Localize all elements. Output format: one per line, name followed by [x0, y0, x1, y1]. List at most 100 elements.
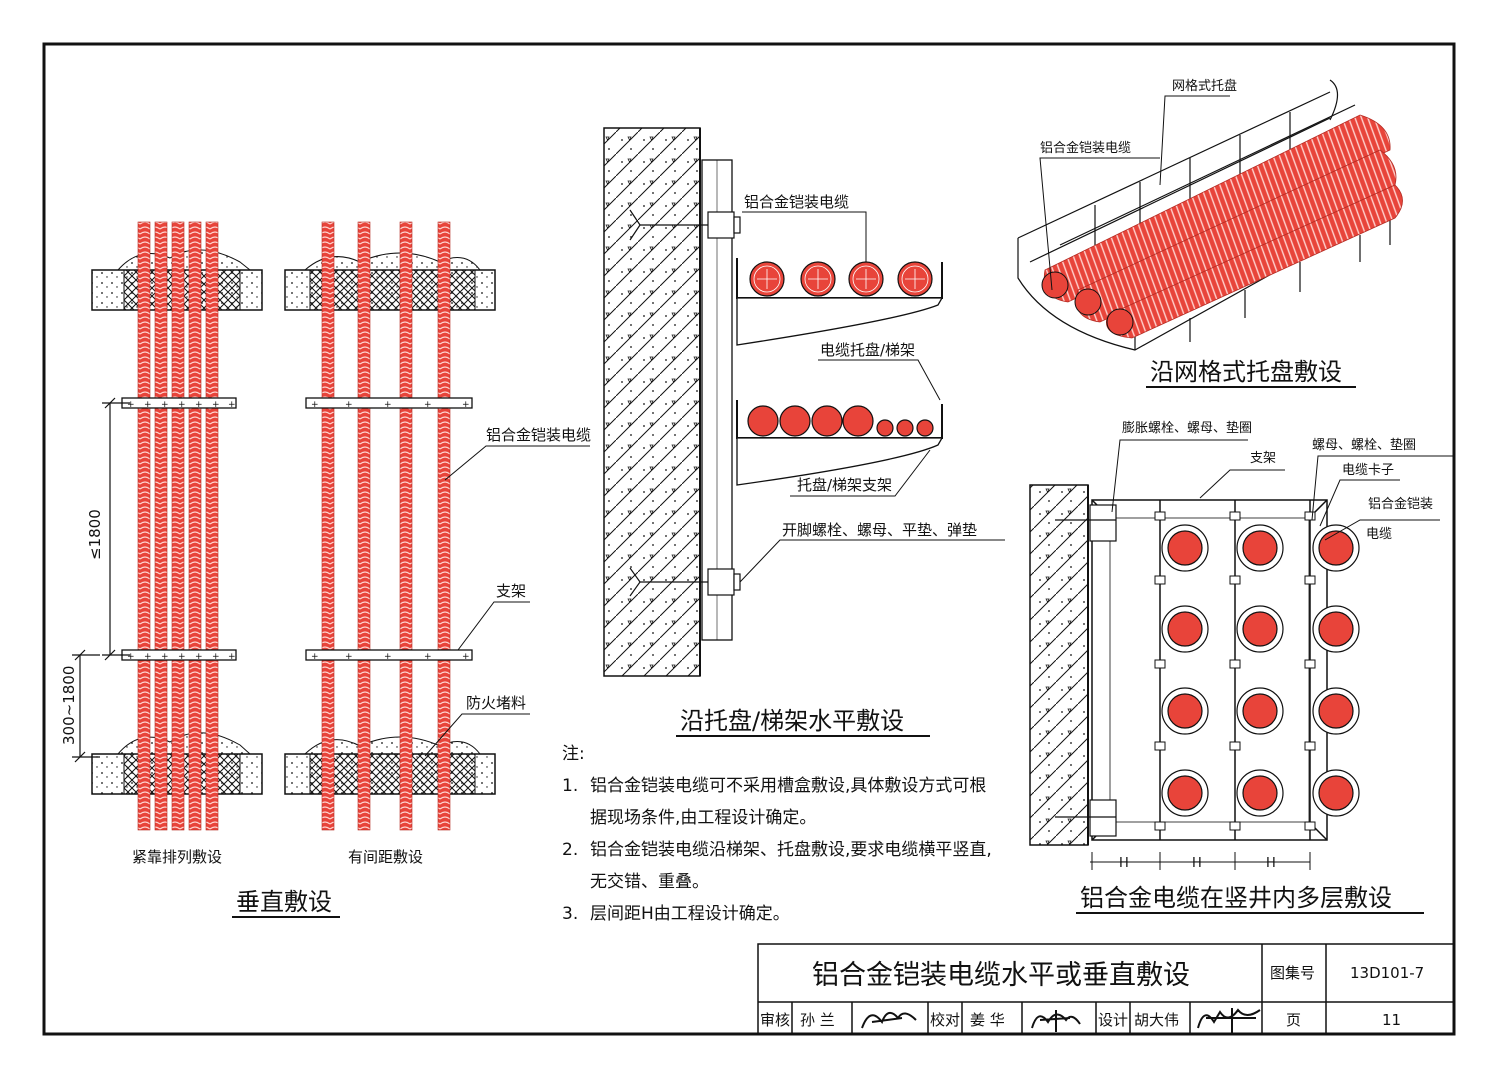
tray-laying-figure: 铝合金铠装电缆 电缆托盘/梯架 托盘/梯架支架 开脚螺栓、螺母、平垫、弹垫 沿托… — [603, 127, 1005, 737]
dim-max-1800: ≤1800 — [86, 509, 104, 560]
tray-lower — [736, 400, 944, 486]
svg-text:+: + — [311, 652, 319, 662]
notes: 注: 1. 铝合金铠装电缆可不采用槽盒敷设,具体敷设方式可根 据现场条件,由工程… — [562, 738, 1022, 930]
caption-tray: 沿托盘/梯架水平敷设 — [680, 707, 904, 735]
svg-text:+: + — [384, 652, 392, 662]
note-item-2: 2. 铝合金铠装电缆沿梯架、托盘敷设,要求电缆横平竖直, 无交错、重叠。 — [562, 834, 1022, 898]
note-item-3: 3. 层间距H由工程设计确定。 — [562, 898, 1022, 930]
vertical-laying-figure: + + + + + + + + + + + + + + + + + + + + + + + + ≤1800 300~18… — [60, 221, 591, 918]
svg-text:+: + — [228, 400, 236, 410]
mesh-cables — [1041, 114, 1403, 339]
svg-text:+: + — [144, 400, 152, 410]
check-name: 姜 华 — [970, 1011, 1005, 1029]
drawing-title: 铝合金铠装电缆水平或垂直敷设 — [812, 960, 1190, 991]
label-mesh-tray: 网格式托盘 — [1172, 78, 1237, 94]
design-name: 胡大伟 — [1134, 1011, 1179, 1029]
page-label: 页 — [1286, 1011, 1301, 1029]
caption-vertical: 垂直敷设 — [236, 888, 332, 916]
note-text: 铝合金铠装电缆可不采用槽盒敷设,具体敷设方式可根 — [590, 776, 987, 796]
dimension-lines — [72, 397, 130, 763]
tray-upper — [736, 258, 944, 346]
svg-text:+: + — [195, 400, 203, 410]
concrete-wall — [603, 127, 701, 677]
shaft-figure: H H H 膨胀螺栓、螺母、垫圈 支架 螺母、螺栓、垫圈 电缆卡子 铝合金铠装 … — [1029, 420, 1455, 914]
note-item-1: 1. 铝合金铠装电缆可不采用槽盒敷设,具体敷设方式可根 据现场条件,由工程设计确… — [562, 770, 1022, 834]
dim-h-3: H — [1266, 856, 1276, 871]
page-value: 11 — [1382, 1011, 1401, 1029]
label-shaft-cable-line1: 铝合金铠装 — [1368, 496, 1433, 512]
title-block — [757, 943, 1455, 1035]
mesh-tray-figure: 网格式托盘 铝合金铠装电缆 沿网格式托盘敷设 — [1017, 78, 1403, 388]
svg-text:+: + — [195, 652, 203, 662]
dim-h-2: H — [1192, 856, 1202, 871]
svg-text:+: + — [212, 652, 220, 662]
svg-text:+: + — [144, 652, 152, 662]
label-mesh-cable: 铝合金铠装电缆 — [1040, 140, 1131, 156]
review-name: 孙 兰 — [800, 1011, 835, 1029]
cables-spaced-arrangement — [321, 221, 451, 831]
svg-text:+: + — [127, 652, 135, 662]
sub-caption-spaced: 有间距敷设 — [348, 848, 423, 866]
dim-h-1: H — [1119, 856, 1129, 871]
svg-text:+: + — [178, 652, 186, 662]
label-tray-support: 托盘/梯架支架 — [797, 476, 892, 494]
svg-text:+: + — [178, 400, 186, 410]
mesh-tray — [1017, 79, 1396, 351]
svg-text:+: + — [161, 652, 169, 662]
atlas-value: 13D101-7 — [1350, 964, 1424, 982]
svg-text:+: + — [311, 400, 319, 410]
label-shaft-nut: 螺母、螺栓、垫圈 — [1312, 437, 1416, 453]
cables-close-arrangement — [137, 221, 219, 831]
svg-text:+: + — [462, 400, 470, 410]
shaft-bracket-frame — [1091, 499, 1328, 841]
signature-design — [1197, 1008, 1261, 1034]
caption-shaft: 铝合金电缆在竖井内多层敷设 — [1080, 884, 1392, 912]
label-cable-vertical: 铝合金铠装电缆 — [486, 426, 591, 444]
bracket-spaced-upper — [305, 397, 473, 409]
floor-slab-bottom-right — [284, 736, 496, 795]
label-tray: 电缆托盘/梯架 — [820, 341, 915, 359]
check-label: 校对 — [930, 1011, 960, 1029]
svg-text:+: + — [161, 400, 169, 410]
note-text: 铝合金铠装电缆沿梯架、托盘敷设,要求电缆横平竖直, — [590, 840, 992, 860]
svg-text:+: + — [424, 400, 432, 410]
note-text: 无交错、重叠。 — [590, 872, 709, 892]
signature-check — [1031, 1010, 1081, 1032]
svg-text:+: + — [127, 400, 135, 410]
svg-text:+: + — [228, 652, 236, 662]
notes-heading: 注: — [562, 744, 585, 764]
label-shaft-clip: 电缆卡子 — [1342, 462, 1394, 478]
shaft-cables — [1161, 524, 1360, 817]
label-expansion-bolt: 开脚螺栓、螺母、平垫、弹垫 — [782, 521, 977, 539]
svg-text:+: + — [384, 400, 392, 410]
dim-300-1800: 300~1800 — [60, 666, 78, 745]
design-label: 设计 — [1098, 1011, 1128, 1029]
note-num: 1. — [562, 776, 579, 796]
bracket-spaced-lower — [305, 649, 473, 661]
label-cable-tray: 铝合金铠装电缆 — [744, 193, 849, 211]
sub-caption-close: 紧靠排列敷设 — [132, 848, 222, 866]
svg-text:+: + — [212, 400, 220, 410]
label-shaft-expansion-bolt: 膨胀螺栓、螺母、垫圈 — [1122, 420, 1252, 436]
signature-review — [861, 1011, 917, 1029]
floor-slab-top-right — [284, 252, 496, 311]
note-num: 2. — [562, 840, 579, 860]
anchor-bolt-upper — [629, 209, 741, 241]
note-text: 据现场条件,由工程设计确定。 — [590, 808, 817, 828]
note-text: 层间距H由工程设计确定。 — [590, 904, 790, 924]
svg-text:+: + — [345, 400, 353, 410]
review-label: 审核 — [760, 1011, 790, 1029]
atlas-label: 图集号 — [1270, 964, 1315, 982]
svg-text:+: + — [462, 652, 470, 662]
caption-mesh: 沿网格式托盘敷设 — [1150, 358, 1342, 386]
label-fireproof: 防火堵料 — [466, 694, 526, 712]
shaft-wall — [1029, 484, 1089, 846]
sheet-border — [42, 42, 1456, 1036]
label-bracket: 支架 — [496, 582, 526, 600]
svg-text:+: + — [424, 652, 432, 662]
note-num: 3. — [562, 904, 579, 924]
svg-text:+: + — [345, 652, 353, 662]
label-shaft-bracket: 支架 — [1250, 451, 1276, 466]
label-shaft-cable-line2: 电缆 — [1366, 526, 1392, 542]
